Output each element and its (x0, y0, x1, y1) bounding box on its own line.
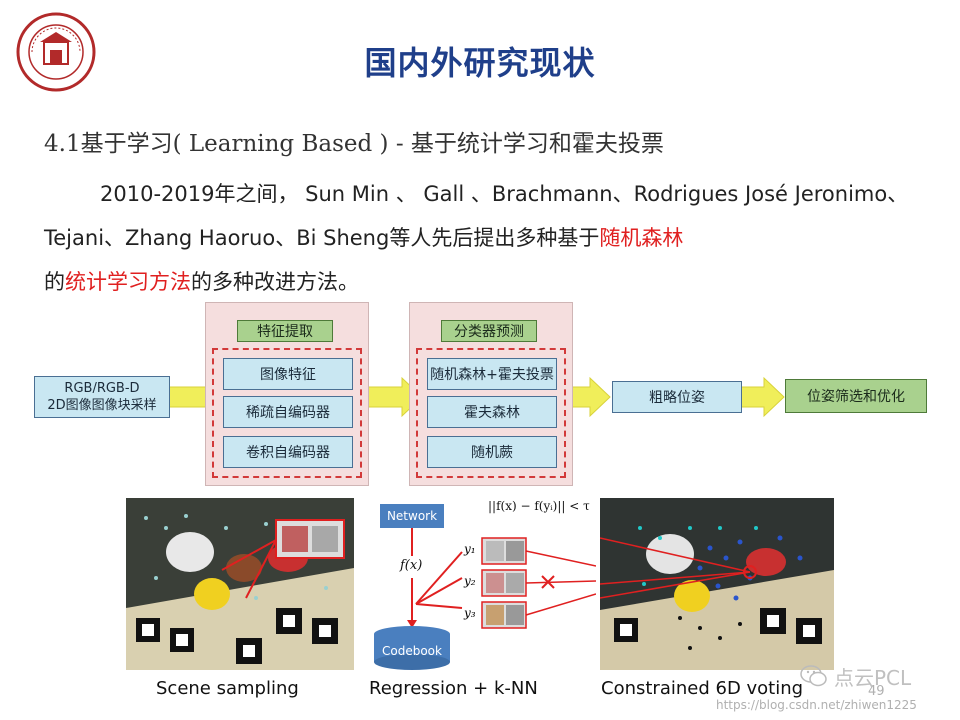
regression-connectors (374, 528, 596, 670)
network-box: Network (380, 504, 444, 528)
classifier-group (416, 348, 566, 478)
arrow-pose-to-refine (739, 376, 785, 418)
classifier-item: 随机蕨 (427, 436, 557, 468)
classifier-item: 随机森林+霍夫投票 (427, 358, 557, 390)
watermark-brand: 点云PCL (834, 666, 912, 690)
slide-title: 国内外研究现状 (364, 44, 596, 82)
input-label-line2: 2D图像图像块采样 (47, 398, 157, 413)
pose-refine-box: 位姿筛选和优化 (785, 379, 927, 413)
pipeline-flowchart: RGB/RGB-D 2D图像图像块采样 特征提取 图像特征 稀疏自编码器 卷积自… (0, 300, 960, 490)
watermark-url: https://blog.csdn.net/zhiwen1225 (716, 698, 917, 712)
scene-sampling-image (126, 498, 354, 670)
feature-item: 图像特征 (223, 358, 353, 390)
classifier-header: 分类器预测 (441, 320, 537, 342)
feature-item: 卷积自编码器 (223, 436, 353, 468)
university-logo (16, 12, 96, 92)
constrained-voting-image (600, 498, 834, 670)
caption-constrained-voting: Constrained 6D voting (601, 678, 804, 699)
wechat-icon (800, 664, 828, 688)
body-paragraph: 2010-2019年之间， Sun Min 、 Gall 、Brachmann、… (44, 172, 924, 304)
section-subtitle: 4.1基于学习( Learning Based ) - 基于统计学习和霍夫投票 (44, 131, 664, 157)
y2-label: y₂ (464, 574, 476, 588)
fx-label: f(x) (400, 558, 423, 573)
regression-diagram: Network f(x) Codebook ||f(x) − f(yᵢ)|| <… (370, 496, 596, 672)
input-box: RGB/RGB-D 2D图像图像块采样 (34, 376, 170, 418)
feature-header: 特征提取 (237, 320, 333, 342)
page-number: 49 (868, 684, 885, 699)
paragraph-text: 的多种改进方法。 (191, 270, 359, 294)
paragraph-text: 2010-2019年之间， Sun Min 、 Gall 、Brachmann、… (44, 182, 909, 250)
codebook-label: Codebook (382, 644, 442, 658)
y3-label: y₃ (464, 606, 476, 620)
distance-threshold-formula: ||f(x) − f(yᵢ)|| < τ (488, 499, 590, 513)
paragraph-text: 的 (44, 270, 65, 294)
feature-group (212, 348, 362, 478)
caption-scene-sampling: Scene sampling (156, 678, 299, 699)
feature-item: 稀疏自编码器 (223, 396, 353, 428)
highlight-random-forest: 随机森林 (599, 226, 684, 250)
coarse-pose-box: 粗略位姿 (612, 381, 742, 413)
classifier-item: 霍夫森林 (427, 396, 557, 428)
highlight-statistical-learning: 统计学习方法 (65, 270, 191, 294)
y1-label: y₁ (464, 542, 476, 556)
input-label-line1: RGB/RGB-D (64, 381, 140, 396)
caption-regression-knn: Regression + k-NN (369, 678, 538, 699)
